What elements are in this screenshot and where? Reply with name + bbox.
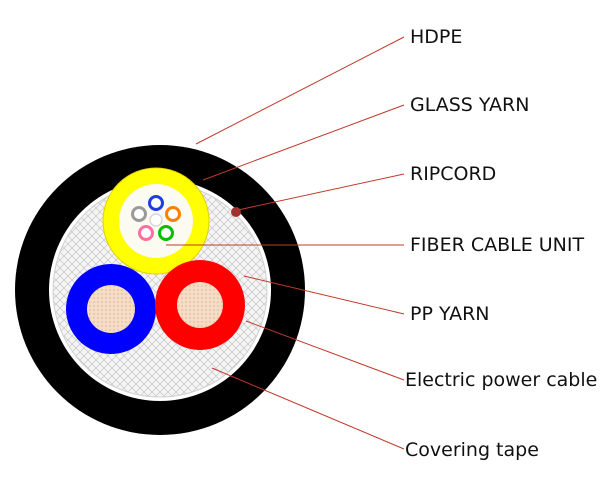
label-glass-yarn: GLASS YARN (410, 94, 529, 116)
electric-power-cable-leader (245, 320, 405, 381)
fiber-blue (148, 195, 164, 211)
label-electric-power-cable: Electric power cable (405, 369, 597, 391)
covering-tape-leader (211, 367, 405, 450)
pp-yarn-leader (243, 275, 405, 315)
fiber-white (149, 213, 163, 227)
power-cable-blue-core (87, 285, 135, 333)
power-cable-red-core (177, 282, 223, 328)
hdpe-leader (195, 36, 405, 145)
fiber-rose (138, 225, 154, 241)
label-pp-yarn: PP YARN (410, 303, 490, 325)
label-covering-tape: Covering tape (405, 439, 539, 461)
fiber-green (158, 225, 174, 241)
fiber-slate (131, 206, 147, 222)
fiber-orange (165, 206, 181, 222)
glass-yarn-leader (202, 104, 405, 181)
label-hdpe: HDPE (410, 26, 462, 48)
label-ripcord: RIPCORD (410, 163, 496, 185)
label-fiber-cable-unit: FIBER CABLE UNIT (410, 234, 584, 256)
ripcord-leader (237, 173, 405, 211)
ripcord (231, 207, 241, 217)
